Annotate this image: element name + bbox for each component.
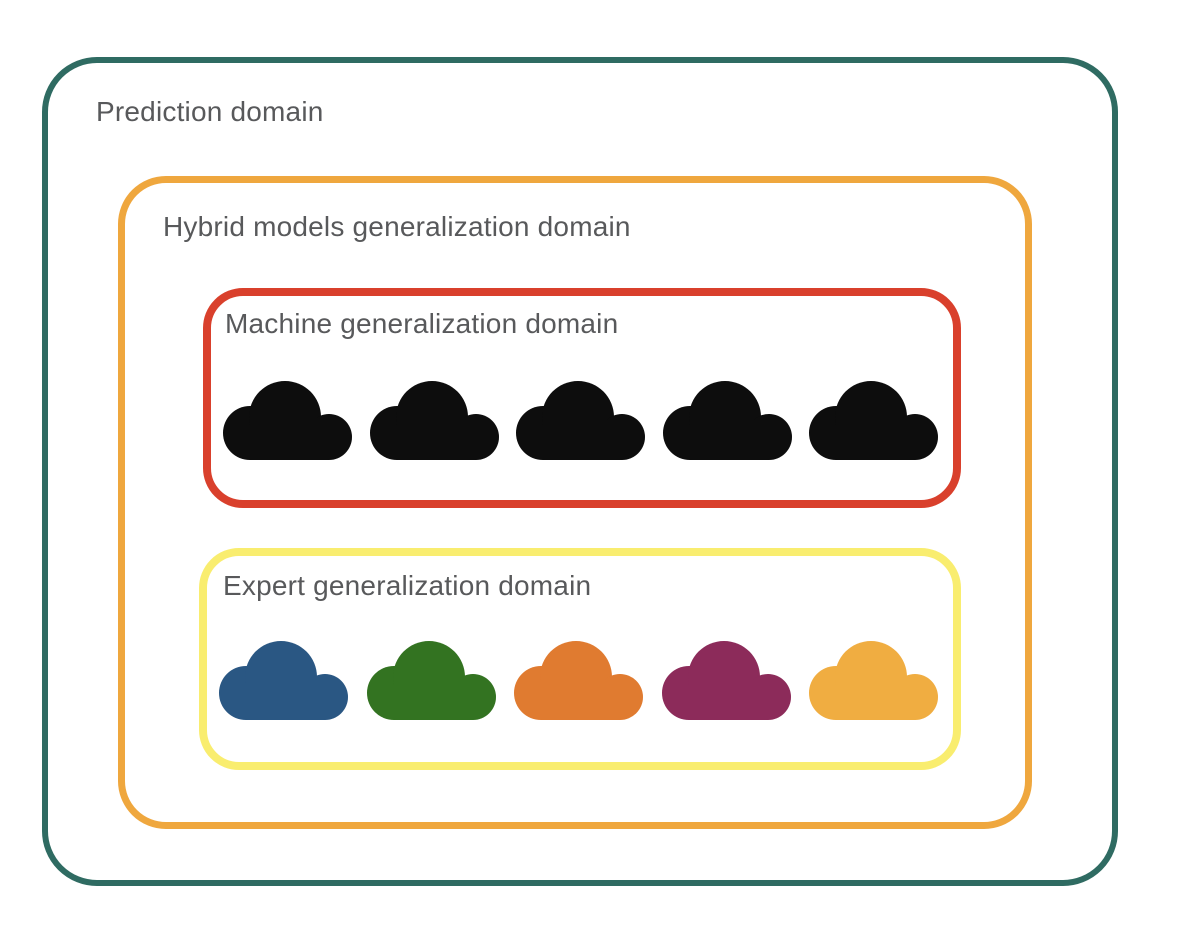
- cloud-icon: [223, 381, 352, 460]
- hybrid-models-domain-box: Hybrid models generalization domain Mach…: [118, 176, 1032, 829]
- cloud-icon: [809, 641, 938, 720]
- machine-domain-label: Machine generalization domain: [225, 308, 619, 339]
- expert-domain-label: Expert generalization domain: [223, 570, 592, 601]
- cloud-icon: [366, 641, 496, 720]
- expert-clouds-row: [219, 638, 939, 720]
- cloud-icon: [219, 641, 348, 720]
- cloud-icon: [662, 381, 792, 460]
- machine-domain-box: Machine generalization domain: [203, 288, 961, 508]
- cloud-icon: [369, 381, 499, 460]
- machine-clouds-row: [223, 378, 939, 460]
- prediction-domain-box: Prediction domain Hybrid models generali…: [42, 57, 1118, 886]
- hybrid-models-domain-label: Hybrid models generalization domain: [163, 211, 631, 242]
- cloud-icon: [514, 641, 643, 720]
- cloud-icon: [809, 381, 938, 460]
- prediction-domain-label: Prediction domain: [96, 96, 324, 127]
- cloud-icon: [661, 641, 791, 720]
- expert-domain-box: Expert generalization domain: [199, 548, 961, 770]
- cloud-icon: [516, 381, 645, 460]
